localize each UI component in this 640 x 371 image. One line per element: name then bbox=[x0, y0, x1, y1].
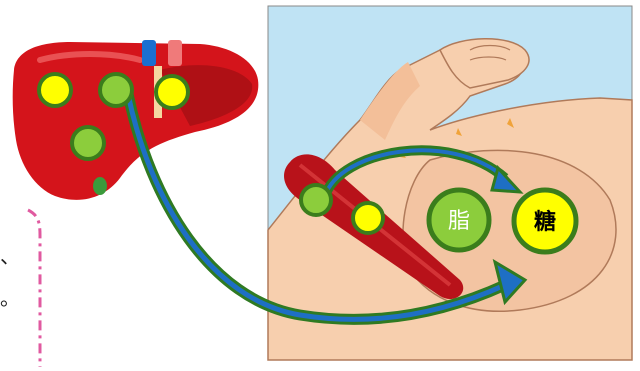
artery-icon bbox=[168, 40, 182, 66]
liver-sugar-circle bbox=[39, 74, 71, 106]
vessel-sugar-circle bbox=[353, 203, 383, 233]
liver-fat-circle bbox=[72, 127, 104, 159]
portal-vein-icon bbox=[142, 40, 156, 66]
sugar-label: 糖 bbox=[534, 209, 556, 235]
liver-fat-circle bbox=[100, 74, 132, 106]
fat-label: 脂 bbox=[448, 209, 470, 234]
vessel-fat-circle bbox=[301, 185, 331, 215]
edge-text-comma: 、 bbox=[0, 246, 20, 266]
edge-text-period: 。 bbox=[0, 288, 20, 308]
gallbladder-icon bbox=[93, 177, 107, 195]
liver-sugar-circle bbox=[156, 76, 188, 108]
left-dash-divider bbox=[28, 210, 40, 367]
